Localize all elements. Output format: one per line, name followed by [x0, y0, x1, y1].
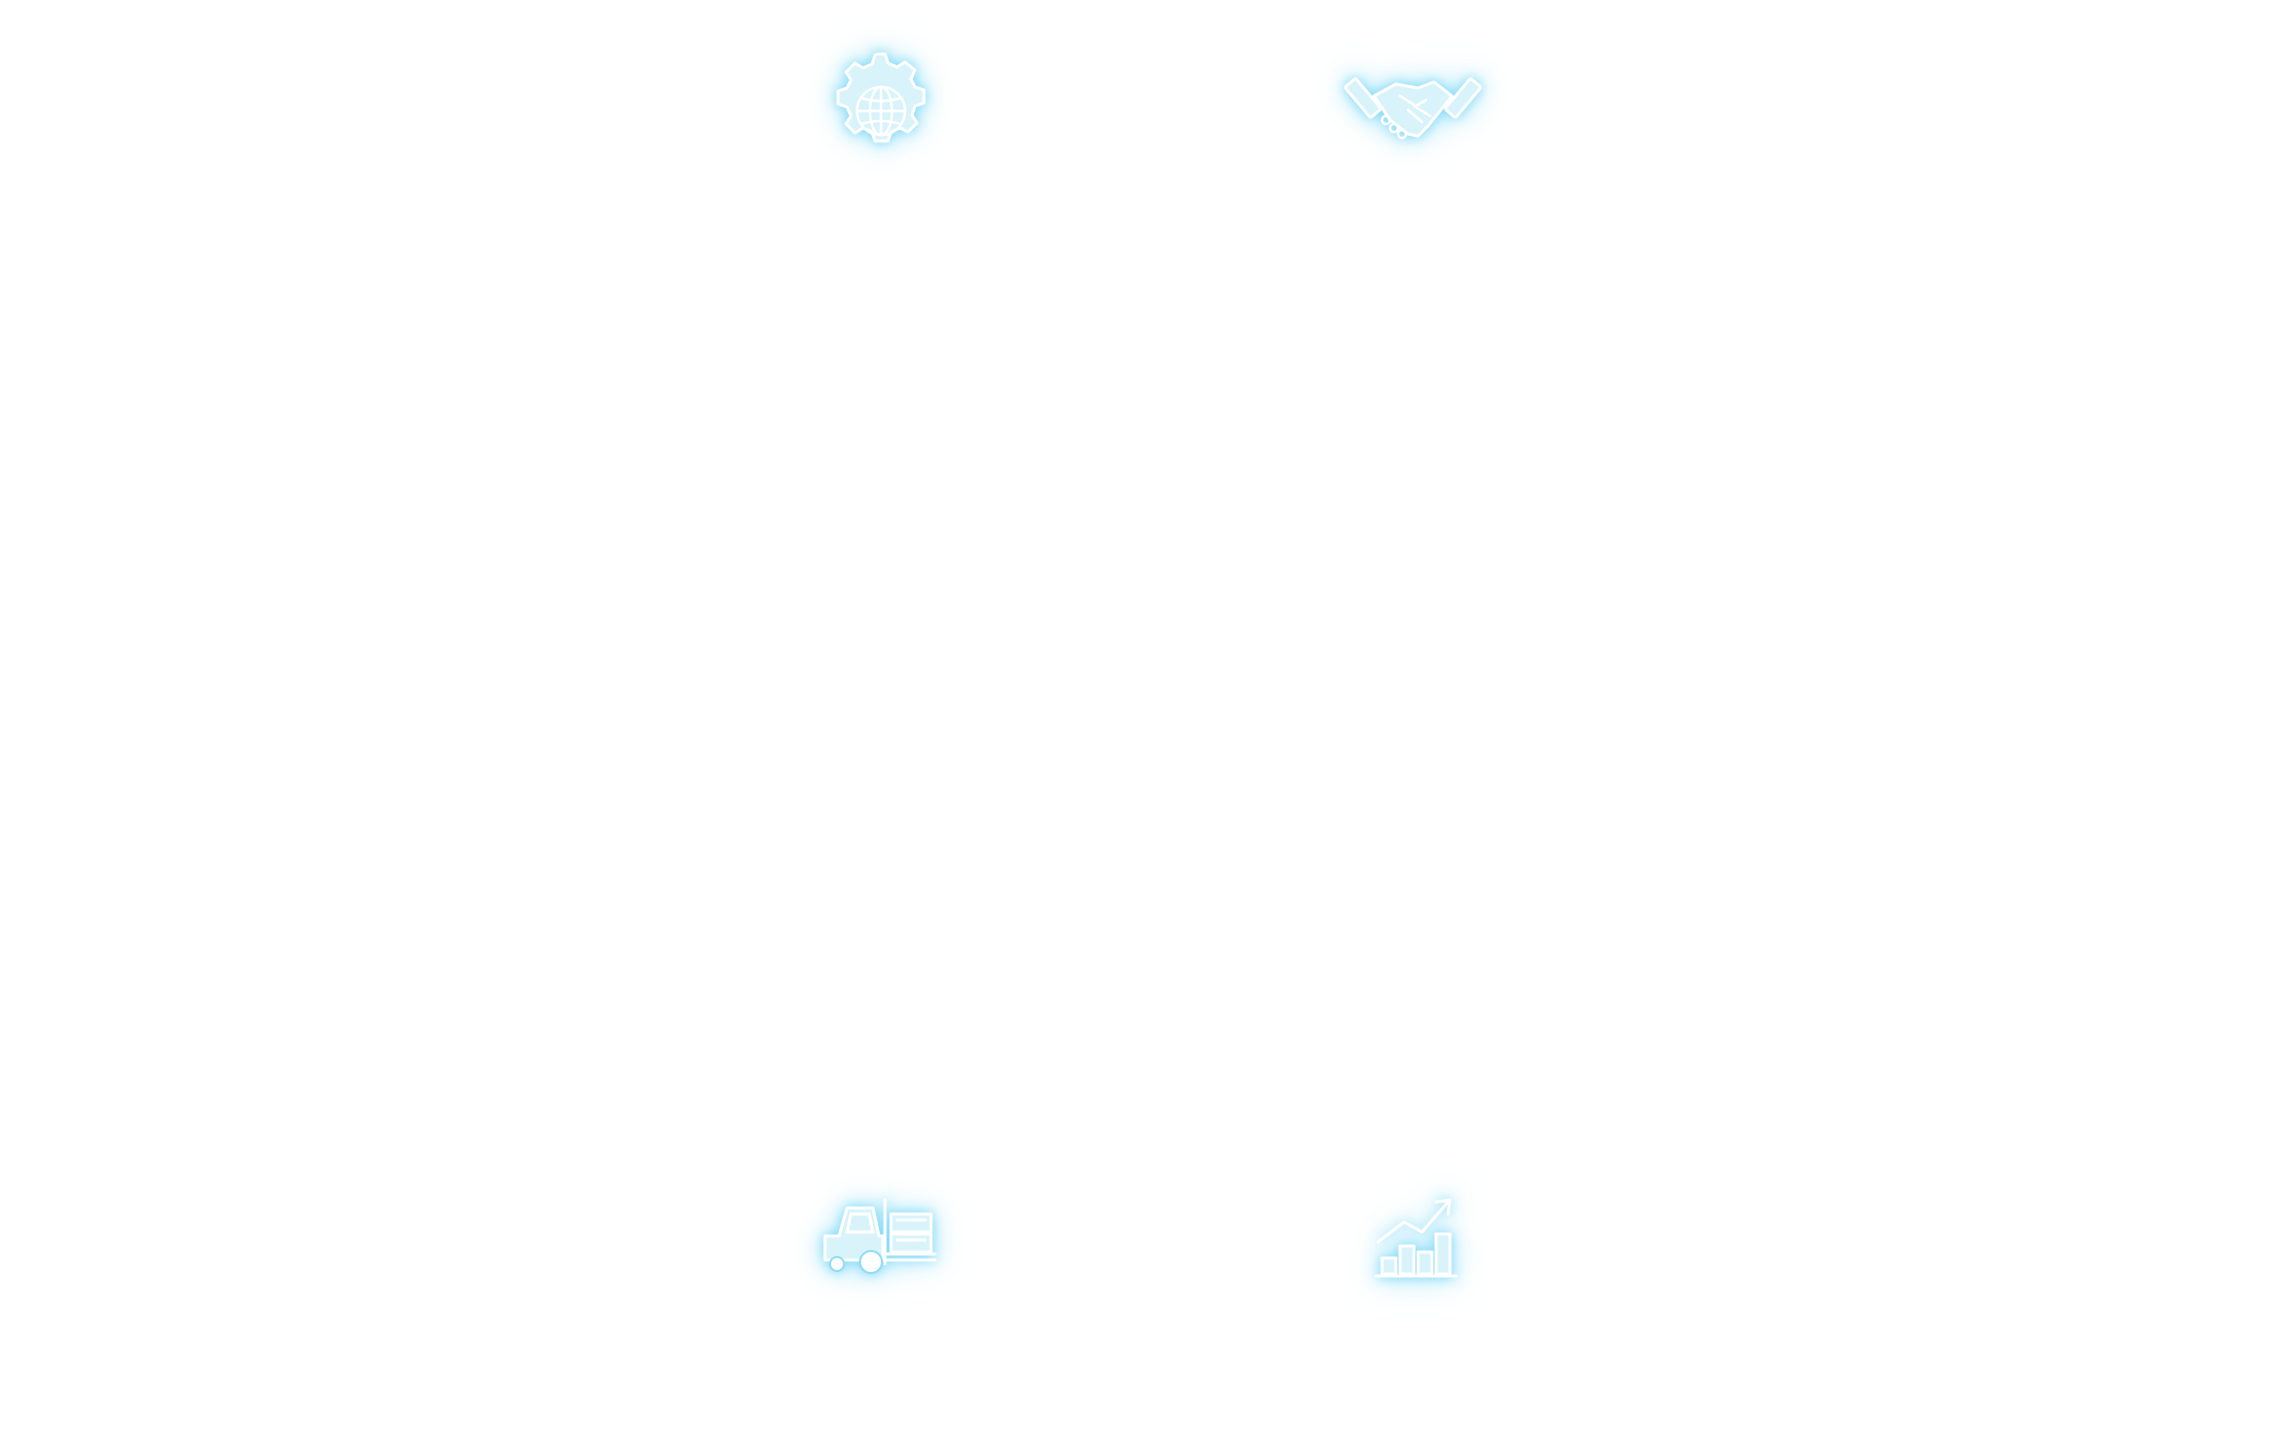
- forklift-icon: [803, 1160, 953, 1310]
- handshake-icon: [1338, 36, 1488, 186]
- growth-chart-icon: [1338, 1160, 1488, 1310]
- globe-gear-icon: [803, 36, 953, 186]
